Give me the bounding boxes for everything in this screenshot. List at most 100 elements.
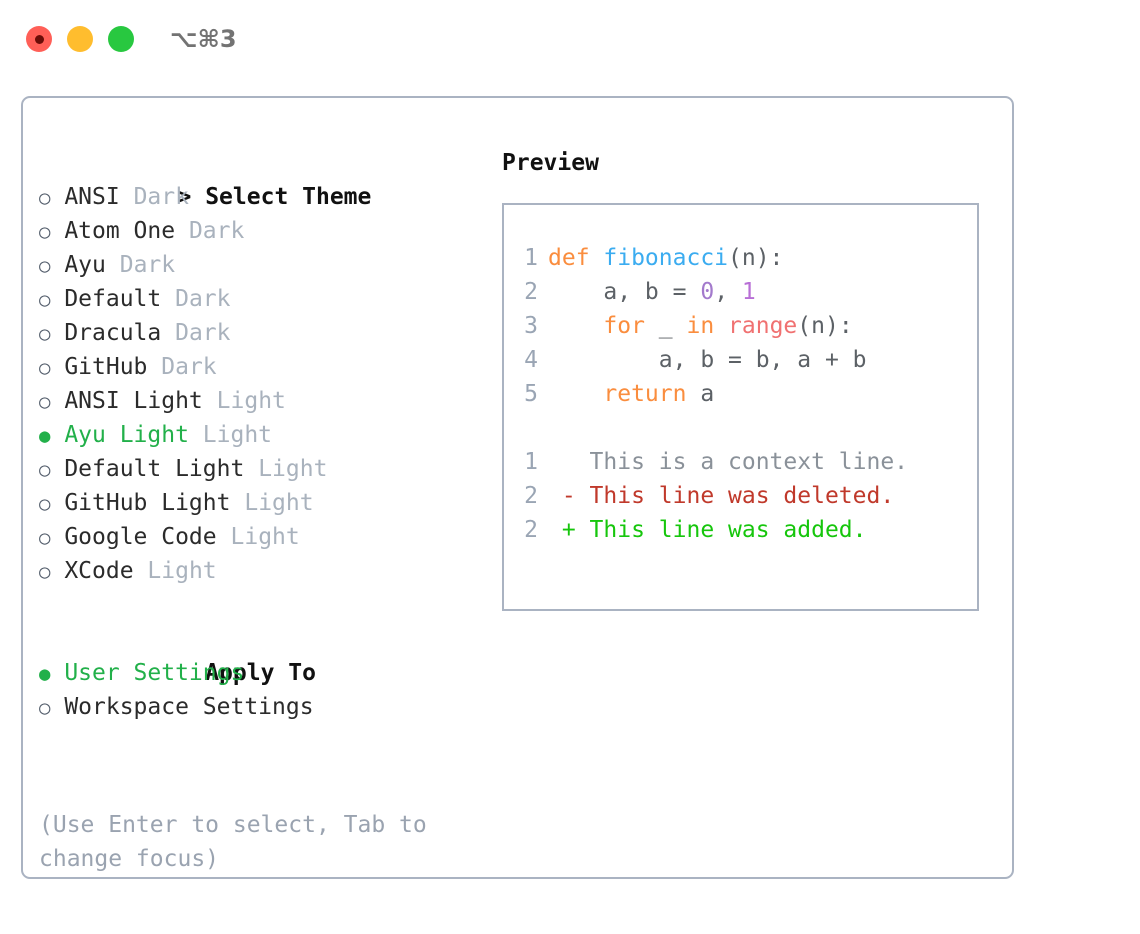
theme-option-label: Default — [64, 286, 162, 312]
apply-to-list[interactable]: ● User Settings○ Workspace Settings — [39, 656, 479, 724]
list-spacer — [39, 588, 479, 622]
radio-unselected-icon: ○ — [39, 357, 51, 379]
close-window-button[interactable] — [26, 26, 52, 52]
spacer — [134, 558, 148, 584]
focus-caret-icon: > — [177, 184, 192, 210]
apply-to-option[interactable]: ○ Workspace Settings — [39, 690, 479, 724]
radio-unselected-icon: ○ — [39, 697, 51, 719]
keyboard-hint: (Use Enter to select, Tab to change focu… — [39, 812, 427, 872]
theme-option-variant: Dark — [188, 218, 245, 244]
code-line: 4 a, b = b, a + b — [516, 343, 908, 377]
diff-sign: - — [548, 483, 590, 509]
diff-line: 1 This is a context line. — [516, 445, 908, 479]
radio-unselected-icon: ○ — [39, 391, 51, 413]
theme-option-label: Google Code — [64, 524, 217, 550]
maximize-window-button[interactable] — [108, 26, 134, 52]
spacer — [50, 456, 64, 482]
theme-selector-dialog: > Select Theme ○ ANSI Dark○ Atom One Dar… — [21, 96, 1014, 879]
diff-line: 2 + This line was added. — [516, 513, 908, 547]
code-token: a — [686, 381, 715, 407]
radio-unselected-icon: ○ — [39, 255, 51, 277]
dialog-body: > Select Theme ○ ANSI Dark○ Atom One Dar… — [23, 98, 1012, 877]
spacer — [50, 354, 64, 380]
traffic-lights — [26, 26, 134, 52]
line-number: 2 — [524, 279, 538, 305]
theme-option[interactable]: ○ ANSI Light Light — [39, 384, 479, 418]
theme-option[interactable]: ○ GitHub Dark — [39, 350, 479, 384]
radio-unselected-icon: ○ — [39, 561, 51, 583]
theme-option[interactable]: ○ XCode Light — [39, 554, 479, 588]
line-number: 4 — [524, 347, 538, 373]
spacer — [120, 184, 134, 210]
diff-line-number: 1 — [524, 449, 538, 475]
theme-option-variant: Dark — [133, 184, 189, 210]
theme-option-label: Ayu — [64, 252, 106, 278]
spacer — [50, 422, 64, 448]
code-token: 0 — [700, 279, 715, 305]
radio-unselected-icon: ○ — [39, 289, 51, 311]
spacer — [175, 218, 189, 244]
spacer — [244, 456, 258, 482]
spacer — [106, 252, 120, 278]
code-token — [714, 313, 728, 339]
radio-unselected-icon: ○ — [39, 187, 51, 209]
spacer — [50, 286, 64, 312]
theme-option-label: ANSI — [64, 184, 120, 210]
recording-dot-icon — [34, 34, 44, 44]
theme-option-label: GitHub Light — [64, 490, 231, 516]
code-token: fibonacci — [603, 245, 729, 271]
diff-sign: + — [548, 517, 590, 543]
radio-unselected-icon: ○ — [39, 459, 51, 481]
diff-text: This line was added. — [589, 517, 867, 543]
code-token: a, b = b, a + b — [548, 347, 867, 373]
code-line: 5 return a — [516, 377, 908, 411]
radio-unselected-icon: ○ — [39, 323, 51, 345]
apply-to-option-label: User Settings — [64, 660, 245, 686]
theme-option[interactable]: ○ Google Code Light — [39, 520, 479, 554]
theme-option-variant: Dark — [161, 354, 217, 380]
code-token: return — [603, 381, 687, 407]
code-token: for — [603, 313, 645, 339]
code-token: 1 — [741, 279, 756, 305]
spacer — [50, 558, 64, 584]
code-token: (n): — [797, 313, 853, 339]
code-token: range — [728, 313, 798, 339]
code-blank-line — [516, 411, 908, 445]
theme-option[interactable]: ○ Default Dark — [39, 282, 479, 316]
radio-selected-icon: ● — [39, 425, 51, 447]
theme-option[interactable]: ○ Dracula Dark — [39, 316, 479, 350]
theme-option-label: Atom One — [64, 218, 176, 244]
left-column: > Select Theme ○ ANSI Dark○ Atom One Dar… — [39, 146, 479, 724]
theme-option-variant: Light — [202, 422, 273, 448]
theme-option-label: GitHub — [64, 354, 148, 380]
apply-to-header-label: Apply To — [205, 660, 316, 686]
title-bar: ⌥⌘3 — [0, 0, 1140, 78]
theme-option[interactable]: ○ Default Light Light — [39, 452, 479, 486]
minimize-window-button[interactable] — [67, 26, 93, 52]
spacer — [50, 388, 64, 414]
theme-option[interactable]: ○ GitHub Light Light — [39, 486, 479, 520]
diff-sign — [548, 449, 590, 475]
code-token — [548, 313, 603, 339]
radio-unselected-icon: ○ — [39, 221, 51, 243]
spacer — [50, 524, 64, 550]
spacer — [203, 388, 217, 414]
radio-unselected-icon: ○ — [39, 527, 51, 549]
theme-option-label: Dracula — [64, 320, 162, 346]
radio-selected-icon: ● — [39, 663, 51, 685]
code-line: 3 for _ in range(n): — [516, 309, 908, 343]
theme-option-variant: Light — [230, 524, 300, 550]
theme-option[interactable]: ● Ayu Light Light — [39, 418, 479, 452]
theme-option[interactable]: ○ Atom One Dark — [39, 214, 479, 248]
apply-to-option[interactable]: ● User Settings — [39, 656, 479, 690]
theme-option-variant: Dark — [175, 320, 231, 346]
theme-option[interactable]: ○ Ayu Dark — [39, 248, 479, 282]
theme-list[interactable]: ○ ANSI Dark○ Atom One Dark○ Ayu Dark○ De… — [39, 180, 479, 588]
theme-option-label: Ayu Light — [64, 422, 189, 448]
spacer — [50, 218, 64, 244]
code-token: def — [548, 245, 604, 271]
theme-option[interactable]: ○ ANSI Dark — [39, 180, 479, 214]
code-token: a, b = — [548, 279, 701, 305]
